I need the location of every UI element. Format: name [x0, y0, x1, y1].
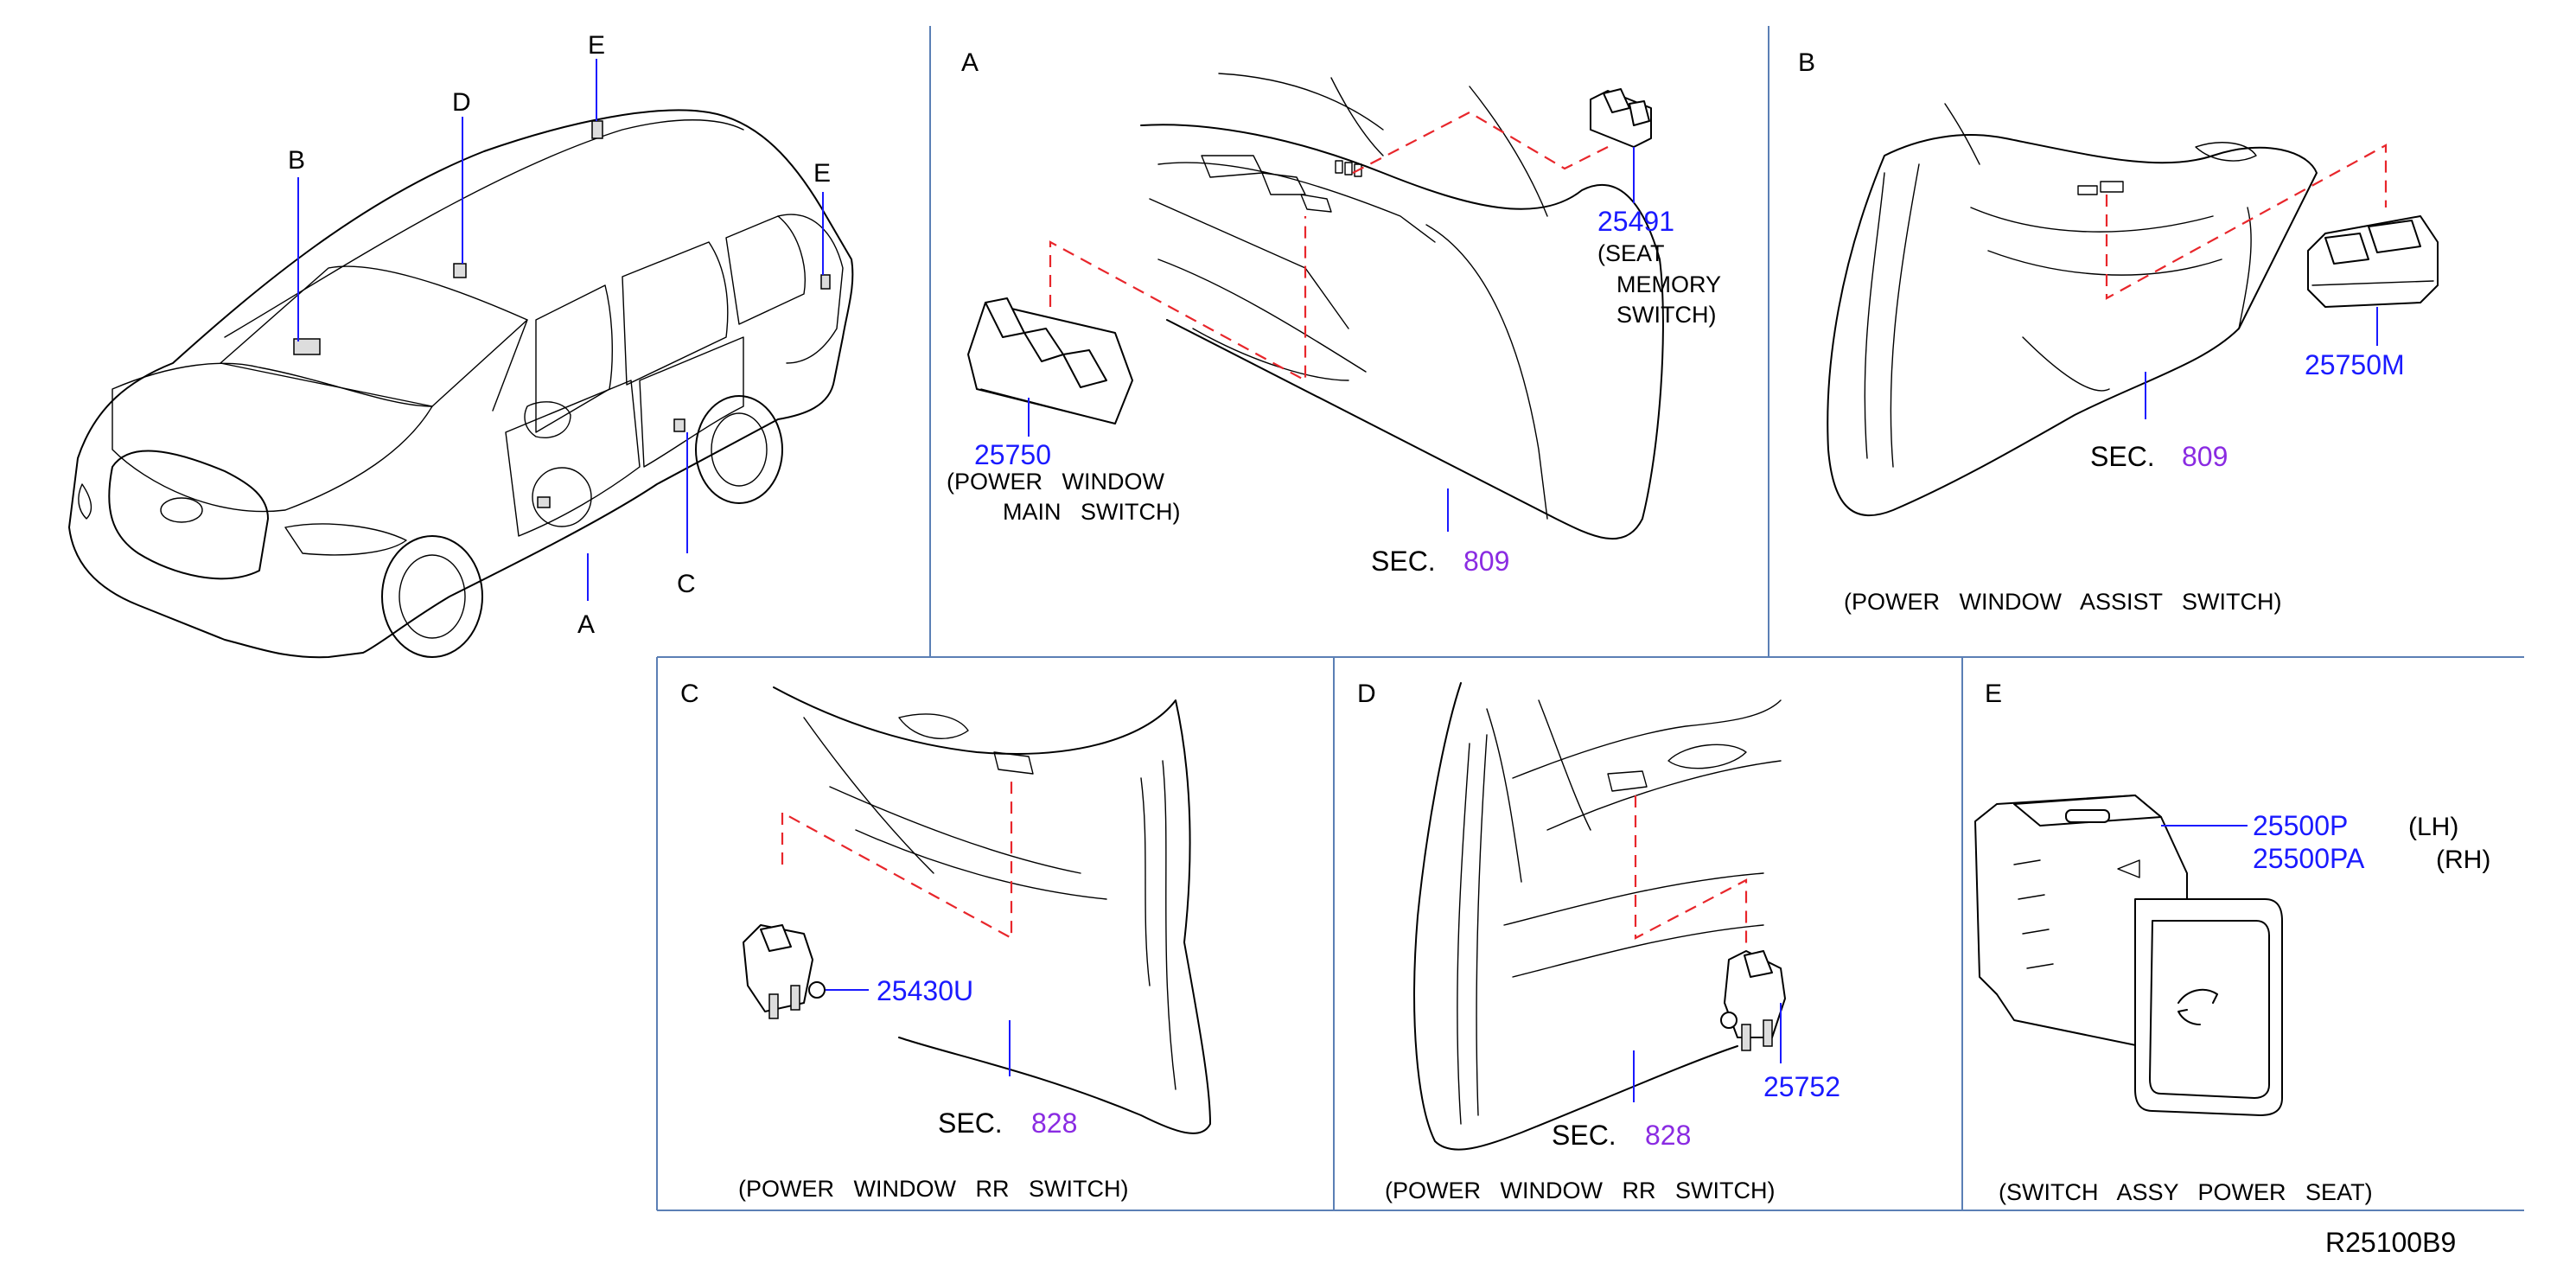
caption-b: (POWER WINDOW ASSIST SWITCH)	[1844, 589, 2282, 615]
sec-number-d: 828	[1645, 1120, 1691, 1151]
part-number-25752: 25752	[1763, 1071, 1840, 1102]
callout-car-b: B	[288, 146, 305, 175]
callout-car-c: C	[677, 570, 696, 598]
panel-c-letter: C	[680, 680, 699, 708]
callout-car-e-rear: E	[813, 159, 831, 188]
panel-frames	[656, 26, 2524, 1211]
panel-b: B 25750M SEC. 809 (POWER WINDOW ASSIST S…	[1798, 48, 2439, 615]
caption-c: (POWER WINDOW RR SWITCH)	[738, 1176, 1128, 1202]
panel-e-letter: E	[1985, 680, 2002, 708]
part-side-rh: (RH)	[2436, 846, 2490, 874]
panel-b-letter: B	[1798, 48, 1815, 77]
sec-label-c: SEC.	[938, 1107, 1003, 1139]
diagram-code: R25100B9	[2325, 1227, 2456, 1258]
rear-window-switch-c	[743, 924, 826, 1019]
part-number-25750: 25750	[974, 439, 1051, 470]
part-number-25500p: 25500P	[2253, 810, 2348, 841]
vehicle-callouts: B D E E C A	[288, 31, 831, 639]
panel-a-letter: A	[961, 48, 979, 77]
sec-number-b: 809	[2182, 441, 2228, 472]
vehicle-overview	[68, 59, 854, 659]
main-window-switch	[967, 297, 1133, 424]
power-seat-switch	[1974, 795, 2283, 1116]
part-desc-25750-line2: MAIN SWITCH)	[1003, 499, 1180, 525]
part-number-25750m: 25750M	[2305, 349, 2405, 380]
part-desc-25491-line2: MEMORY	[1616, 271, 1721, 297]
rear-window-switch-d	[1720, 950, 1786, 1051]
sec-number-c: 828	[1031, 1107, 1077, 1139]
callout-car-d: D	[452, 88, 471, 117]
part-desc-25491-line3: SWITCH)	[1616, 302, 1716, 328]
seat-memory-switch	[1590, 88, 1652, 148]
sec-label-b: SEC.	[2090, 441, 2155, 472]
part-number-25491: 25491	[1597, 206, 1674, 237]
panel-c: C 25430U SEC. 828 (POWER WINDOW RR SWITC…	[680, 680, 1211, 1202]
panel-a: A 25750 (POWER WINDOW MAIN SW	[947, 48, 1721, 577]
sec-label-a: SEC.	[1371, 546, 1436, 577]
part-side-lh: (LH)	[2408, 813, 2458, 841]
assist-window-switch	[2307, 215, 2439, 308]
panel-d: D 25752 SEC. 828 (POWER WINDOW RR SWITCH…	[1357, 680, 1840, 1203]
panel-d-letter: D	[1357, 680, 1376, 708]
part-desc-25491-line1: (SEAT	[1597, 240, 1665, 266]
sec-label-d: SEC.	[1552, 1120, 1616, 1151]
part-number-25500pa: 25500PA	[2253, 843, 2365, 874]
part-number-25430u: 25430U	[877, 975, 973, 1006]
caption-d: (POWER WINDOW RR SWITCH)	[1385, 1178, 1775, 1203]
sec-number-a: 809	[1463, 546, 1509, 577]
panel-e: E 25500P (LH) 25500PA (RH) (SWITCH ASSY …	[1974, 680, 2490, 1205]
callout-car-a: A	[577, 610, 595, 639]
callout-car-e-top: E	[588, 31, 605, 60]
caption-e: (SWITCH ASSY POWER SEAT)	[1999, 1179, 2373, 1205]
part-desc-25750-line1: (POWER WINDOW	[947, 469, 1164, 495]
